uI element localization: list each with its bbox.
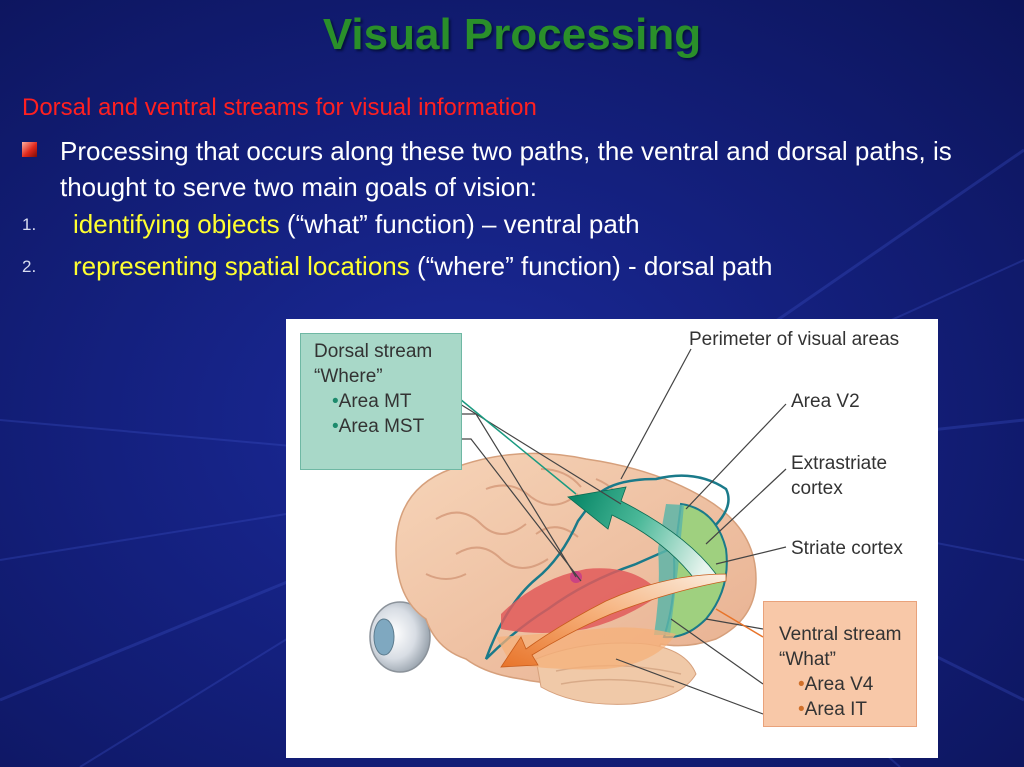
slide-subtitle: Dorsal and ventral streams for visual in… — [22, 94, 537, 121]
ventral-stream-title: Ventral stream — [779, 624, 902, 645]
list-item-2-highlight: representing spatial locations — [73, 251, 410, 281]
dorsal-area-mst: •Area MST — [332, 414, 424, 439]
bullet-dot-icon: • — [798, 699, 805, 720]
list-item-1-rest: (“what” function) – ventral path — [279, 209, 640, 239]
ventral-stream-box — [763, 601, 917, 727]
label-striate-cortex: Striate cortex — [791, 538, 903, 559]
ventral-area-v4: •Area V4 — [798, 672, 873, 697]
dorsal-stream-box — [300, 333, 462, 470]
bullet-dot-icon: • — [798, 674, 805, 695]
ventral-area-v4-label: Area V4 — [804, 674, 874, 695]
list-number-2: 2. — [22, 257, 37, 276]
dorsal-area-mst-label: Area MST — [338, 416, 425, 437]
dorsal-stream-quote: “Where” — [314, 366, 383, 387]
list-item-1: identifying objects (“what” function) – … — [73, 209, 640, 240]
label-extrastriate-2: cortex — [791, 478, 843, 499]
slide-title: Visual Processing — [322, 10, 702, 59]
ventral-stream-quote: “What” — [779, 649, 836, 670]
list-item-2-rest: (“where” function) - dorsal path — [409, 251, 773, 281]
dorsal-area-mt-label: Area MT — [338, 391, 412, 412]
list-item-2: representing spatial locations (“where” … — [73, 251, 772, 282]
dorsal-stream-title: Dorsal stream — [314, 341, 433, 362]
ventral-area-it-label: Area IT — [804, 699, 867, 720]
label-extrastriate-1: Extrastriate — [791, 453, 888, 474]
ventral-area-it: •Area IT — [798, 697, 867, 722]
square-bullet-icon — [22, 142, 37, 157]
brain-figure: Dorsal stream “Where” •Area MT •Area MST… — [286, 319, 938, 758]
bullet-dot-icon: • — [332, 416, 339, 437]
brain-illustration — [369, 348, 787, 715]
bullet-dot-icon: • — [332, 391, 339, 412]
dorsal-area-mt: •Area MT — [332, 389, 412, 414]
label-area-v2: Area V2 — [791, 391, 860, 412]
list-number-1: 1. — [22, 215, 37, 234]
bullet-text: Processing that occurs along these two p… — [60, 136, 952, 202]
list-item-1-highlight: identifying objects — [73, 209, 280, 239]
label-perimeter: Perimeter of visual areas — [689, 329, 900, 350]
